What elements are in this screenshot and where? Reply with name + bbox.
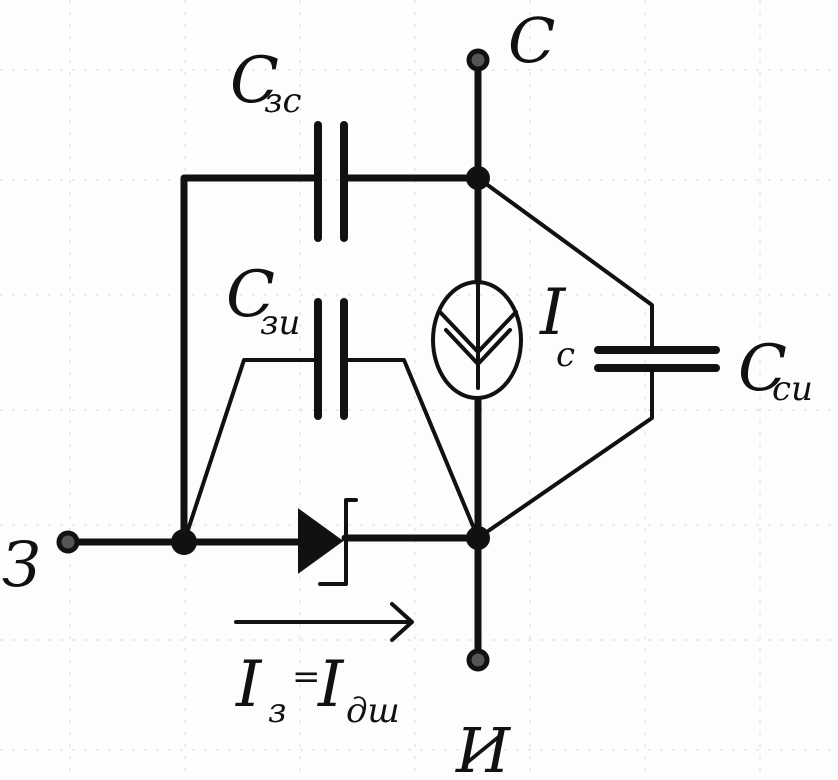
label-c-drain-source: C си bbox=[738, 332, 813, 409]
label-gate-current-equals: = bbox=[292, 657, 321, 697]
drain-source-capacitor-branch bbox=[476, 176, 654, 540]
label-c-gate-source: C зи bbox=[226, 258, 300, 343]
label-c-drain-source-main: C bbox=[738, 332, 787, 406]
drain-terminal-label: С bbox=[508, 4, 555, 77]
label-gate-current-lhs-sub: з bbox=[268, 691, 287, 731]
label-c-drain-source-sub: си bbox=[772, 369, 813, 409]
capacitor-gate-source bbox=[314, 298, 348, 420]
label-drain-current-main: I bbox=[539, 276, 567, 350]
label-c-gate-drain-main: C bbox=[230, 44, 279, 118]
label-drain-current-sub: c bbox=[556, 335, 575, 375]
capacitor-drain-source bbox=[594, 346, 720, 372]
source-terminal-label: И bbox=[455, 714, 512, 780]
label-c-gate-drain-sub: зс bbox=[264, 81, 302, 121]
drain-junction-node bbox=[466, 166, 490, 190]
terminals bbox=[56, 48, 490, 672]
label-c-gate-source-sub: зи bbox=[260, 303, 300, 343]
label-gate-current-rhs-sub: дш bbox=[346, 691, 400, 731]
current-source-icon bbox=[431, 280, 523, 400]
label-c-gate-source-main: C bbox=[226, 258, 275, 332]
gate-source-branch bbox=[182, 358, 480, 544]
gate-drain-branch bbox=[180, 174, 482, 546]
capacitor-gate-drain bbox=[314, 121, 348, 242]
label-gate-current-lhs-main: I bbox=[235, 648, 263, 722]
label-drain-current: I c bbox=[539, 276, 575, 375]
gate-terminal bbox=[56, 530, 80, 554]
source-terminal bbox=[466, 648, 490, 672]
schottky-diode-icon bbox=[298, 498, 358, 586]
label-gate-current: I з = I дш bbox=[235, 648, 400, 731]
gate-wire bbox=[64, 534, 482, 546]
gate-terminal-label: З bbox=[2, 528, 41, 601]
junction-nodes bbox=[171, 166, 490, 555]
label-c-gate-drain: C зс bbox=[230, 44, 302, 121]
gate-junction-node bbox=[171, 529, 197, 555]
drain-terminal bbox=[466, 48, 490, 72]
arrow-right-icon bbox=[234, 602, 414, 642]
label-gate-current-rhs-main: I bbox=[317, 648, 345, 722]
source-junction-node bbox=[466, 526, 490, 550]
